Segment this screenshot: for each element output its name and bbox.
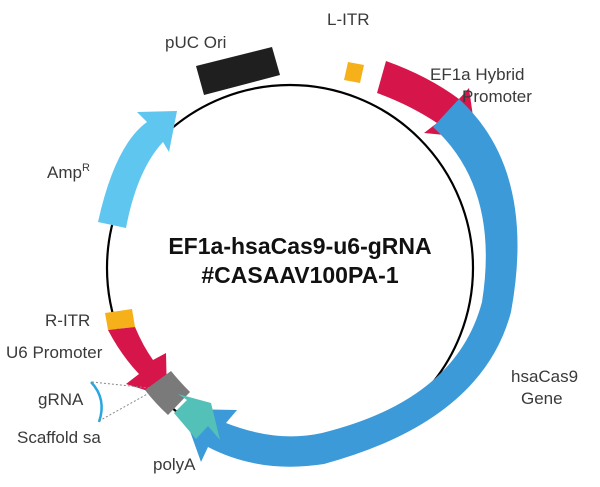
plasmid-title-line1: EF1a-hsaCas9-u6-gRNA	[168, 233, 431, 259]
grna-leader-line	[91, 381, 150, 389]
label-amp: AmpR	[47, 162, 90, 182]
plasmid-title-line2: #CASAAV100PA-1	[201, 262, 398, 288]
r-itr-feature	[105, 309, 135, 330]
label-l-itr: L-ITR	[327, 10, 370, 29]
label-scaffold: Scaffold sa	[17, 428, 101, 447]
label-amp-text: Amp	[47, 163, 82, 182]
grna-bracket	[90, 381, 103, 423]
label-r-itr: R-ITR	[45, 311, 90, 330]
scaffold-leader-line	[98, 391, 152, 422]
polya-feature	[174, 394, 220, 440]
label-ef1a-promoter-line2: Promoter	[462, 87, 532, 106]
label-ef1a-promoter-line1: EF1a Hybrid	[430, 65, 524, 84]
u6-promoter-feature	[108, 327, 167, 397]
l-itr-feature	[344, 62, 364, 83]
amp-resistance-feature	[98, 111, 177, 228]
label-grna: gRNA	[38, 390, 84, 409]
label-puc-ori: pUC Ori	[165, 33, 226, 52]
puc-ori-feature	[196, 47, 280, 95]
label-amp-superscript: R	[82, 162, 90, 174]
label-u6-promoter: U6 Promoter	[6, 343, 103, 362]
label-cas9-line1: hsaCas9	[511, 367, 578, 386]
scaffold-feature	[145, 371, 190, 415]
label-polya: polyA	[153, 455, 196, 474]
label-cas9-line2: Gene	[521, 389, 563, 408]
